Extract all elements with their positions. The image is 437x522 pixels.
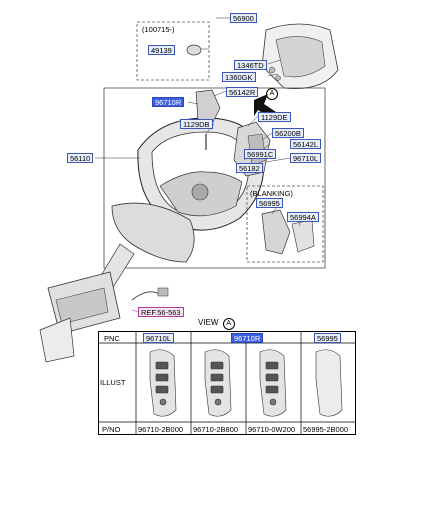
steering-column-drawing — [39, 243, 169, 363]
label-1360gk[interactable]: 1360GK — [222, 72, 256, 82]
pnc-96710r[interactable]: 96710R — [231, 333, 264, 343]
label-56182[interactable]: 56182 — [236, 163, 263, 173]
remote-switch-r-drawing — [195, 89, 221, 125]
date-range-label: (100715-) — [142, 25, 175, 34]
pno-96710-2b800: 96710-2B800 — [193, 425, 239, 434]
label-56995-top[interactable]: 56995 — [256, 198, 283, 208]
label-56994a[interactable]: 56994A — [287, 212, 319, 222]
lower-cover-drawing — [111, 202, 195, 263]
label-56142r[interactable]: 56142R — [226, 87, 259, 97]
label-49139[interactable]: 49139 — [148, 45, 175, 55]
label-1129db[interactable]: 1129DB — [180, 119, 213, 129]
row-header-pnc: PNC — [104, 334, 120, 343]
parts-table-grid — [98, 331, 356, 435]
ref-label-56-563[interactable]: REF.56-563 — [138, 307, 184, 317]
blanking-group-box — [246, 185, 324, 263]
parts-table — [98, 331, 356, 435]
label-1346td[interactable]: 1346TD — [234, 60, 267, 70]
row-header-illust: ILLUST — [100, 378, 126, 387]
pno-56995-2b000: 56995-2B000 — [303, 425, 349, 434]
label-56991c[interactable]: 56991C — [244, 149, 277, 159]
pno-96710-2b000: 96710-2B000 — [138, 425, 184, 434]
label-56200b[interactable]: 56200B — [272, 128, 304, 138]
dated-group-box — [136, 21, 210, 81]
label-96710l-top[interactable]: 96710L — [290, 153, 322, 163]
illust-96710-2b800 — [204, 349, 232, 417]
blanking-cover-drawing — [261, 209, 291, 255]
view-text: VIEW — [198, 318, 219, 327]
illust-96710-0w200 — [259, 349, 287, 417]
label-56110[interactable]: 56110 — [67, 153, 94, 163]
illust-96710-2b000 — [149, 349, 177, 417]
pnc-96710l[interactable]: 96710L — [143, 333, 175, 343]
pnc-56995[interactable]: 56995 — [314, 333, 341, 343]
label-96710r-top[interactable]: 96710R — [152, 97, 185, 107]
circle-a-top: A — [264, 88, 278, 100]
label-56900[interactable]: 56900 — [230, 13, 257, 23]
view-a-title: VIEW A — [198, 318, 235, 330]
label-56142l[interactable]: 56142L — [290, 139, 322, 149]
illust-56995-2b000 — [315, 349, 343, 417]
part-49139-drawing — [186, 44, 202, 56]
view-circle: A — [222, 318, 235, 330]
label-1129de[interactable]: 1129DE — [258, 112, 291, 122]
pno-96710-0w200: 96710-0W200 — [248, 425, 296, 434]
blanking-label: (BLANKING) — [250, 189, 293, 198]
steering-wheel-drawing — [137, 117, 265, 231]
row-header-pno: P/NO — [102, 425, 121, 434]
